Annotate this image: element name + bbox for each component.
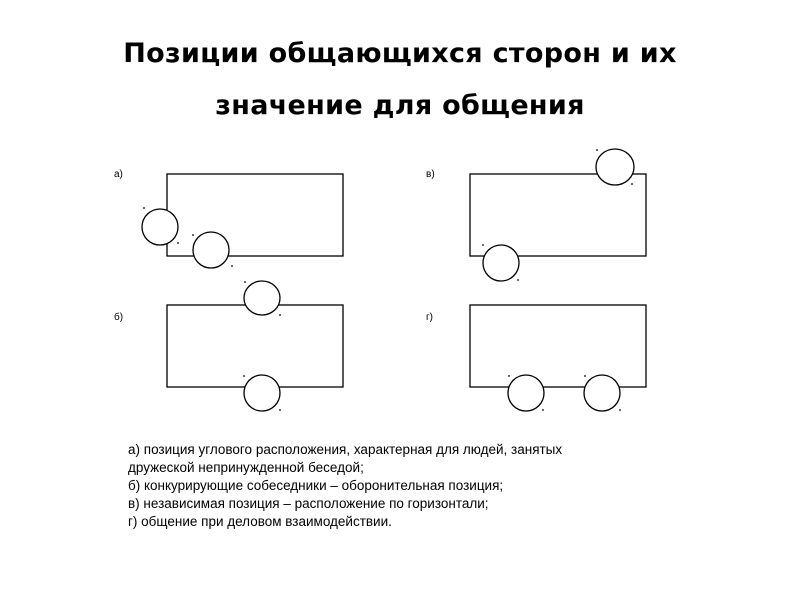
legend-line-3: б) конкурирующие собеседники – обороните…: [128, 478, 504, 493]
person-v-1: [595, 148, 635, 186]
person-a-2: [192, 231, 230, 269]
panel-label-g: г): [426, 312, 433, 323]
panel-a: [141, 173, 344, 269]
page-title: Позиции общающихся сторон и их значение …: [0, 28, 800, 132]
legend-line-5: г) общение при деловом взаимодействии.: [128, 514, 392, 529]
panel-g: [469, 304, 647, 412]
legend-line-4: в) независимая позиция – расположение по…: [128, 496, 489, 511]
panel-v: [469, 148, 647, 282]
panel-label-a: а): [114, 169, 123, 180]
legend-line-1: а) позиция углового расположения, характ…: [128, 442, 563, 457]
person-a-1: [141, 208, 179, 246]
person-g-2: [583, 374, 621, 412]
panel-b: [166, 280, 344, 412]
table-a: [166, 173, 344, 257]
scan-dots: [143, 149, 633, 411]
legend: а) позиция углового расположения, характ…: [128, 441, 688, 531]
legend-line-2: дружеской непринужденной беседой;: [128, 460, 364, 475]
table-b: [166, 304, 344, 388]
table-v: [469, 173, 647, 257]
table-g: [469, 304, 647, 388]
panel-label-v: в): [426, 169, 435, 180]
title-line-1: Позиции общающихся сторон и их: [123, 38, 677, 69]
person-b-2: [243, 374, 281, 412]
person-b-1: [243, 280, 281, 316]
panel-label-b: б): [114, 311, 123, 323]
person-v-2: [482, 244, 520, 282]
title-line-2: значение для общения: [215, 90, 585, 121]
person-g-1: [507, 374, 545, 412]
